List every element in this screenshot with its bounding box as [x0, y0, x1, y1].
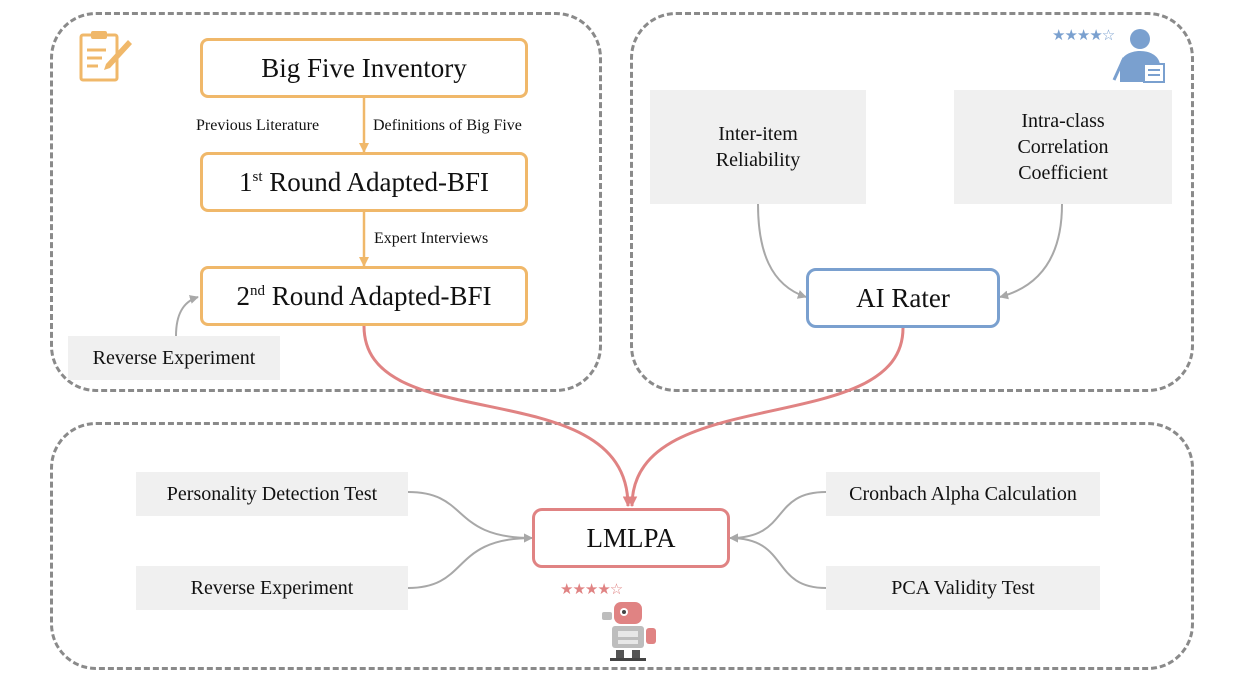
arrow-airater-to-lmlpa [626, 327, 905, 508]
round2-adapted-bfi-label: 2nd Round Adapted-BFI [236, 280, 492, 311]
arrow-round2-to-lmlpa [362, 325, 634, 508]
arrow-cronbach-to-lmlpa [729, 491, 827, 543]
arrow-interitem-to-airater [757, 203, 807, 299]
cronbach-alpha-box: Cronbach Alpha Calculation [826, 472, 1100, 516]
round2-adapted-bfi-box: 2nd Round Adapted-BFI [200, 266, 528, 326]
round1-adapted-bfi-label: 1st Round Adapted-BFI [238, 166, 489, 197]
pca-validity-test-label: PCA Validity Test [891, 577, 1035, 599]
arrow-pca-to-lmlpa [729, 533, 827, 589]
round1-adapted-bfi-box: 1st Round Adapted-BFI [200, 152, 528, 212]
region-lmlpa [50, 422, 1194, 670]
previous-literature-label: Previous Literature [196, 117, 320, 134]
clipboard-icon [79, 31, 132, 82]
arrow-reverse-to-round2 [175, 295, 199, 337]
reverse-experiment-top-label: Reverse Experiment [92, 347, 256, 369]
lmlpa-box: LMLPA [532, 508, 730, 568]
big-five-inventory-box: Big Five Inventory [200, 38, 528, 98]
region-ai-rater [630, 12, 1194, 392]
ai-rater-box: AI Rater [806, 268, 1000, 328]
arrow-icc-to-airater [999, 203, 1063, 300]
expert-interviews-label: Expert Interviews [374, 230, 489, 247]
reverse-experiment-bottom-box: Reverse Experiment [136, 566, 408, 610]
pca-validity-test-box: PCA Validity Test [826, 566, 1100, 610]
reverse-experiment-bottom-label: Reverse Experiment [190, 577, 354, 599]
arrow-reverse-to-lmlpa [407, 533, 533, 589]
region-questionnaire [50, 12, 602, 392]
personality-detection-test-label: Personality Detection Test [166, 483, 378, 505]
ai-rater-label: AI Rater [856, 282, 950, 313]
reverse-experiment-top-box: Reverse Experiment [68, 336, 280, 380]
teacher-icon [1112, 29, 1165, 83]
lmlpa-label: LMLPA [586, 522, 676, 553]
robot-icon [602, 602, 656, 661]
cronbach-alpha-label: Cronbach Alpha Calculation [849, 483, 1077, 505]
definitions-of-big-five-label: Definitions of Big Five [373, 117, 522, 134]
rating-stars-lmlpa: ★★★★☆ [560, 580, 623, 598]
rating-stars-ai-rater: ★★★★☆ [1052, 26, 1115, 44]
personality-detection-test-box: Personality Detection Test [136, 472, 408, 516]
big-five-inventory-label: Big Five Inventory [261, 52, 467, 83]
arrow-personality-to-lmlpa [407, 491, 533, 543]
